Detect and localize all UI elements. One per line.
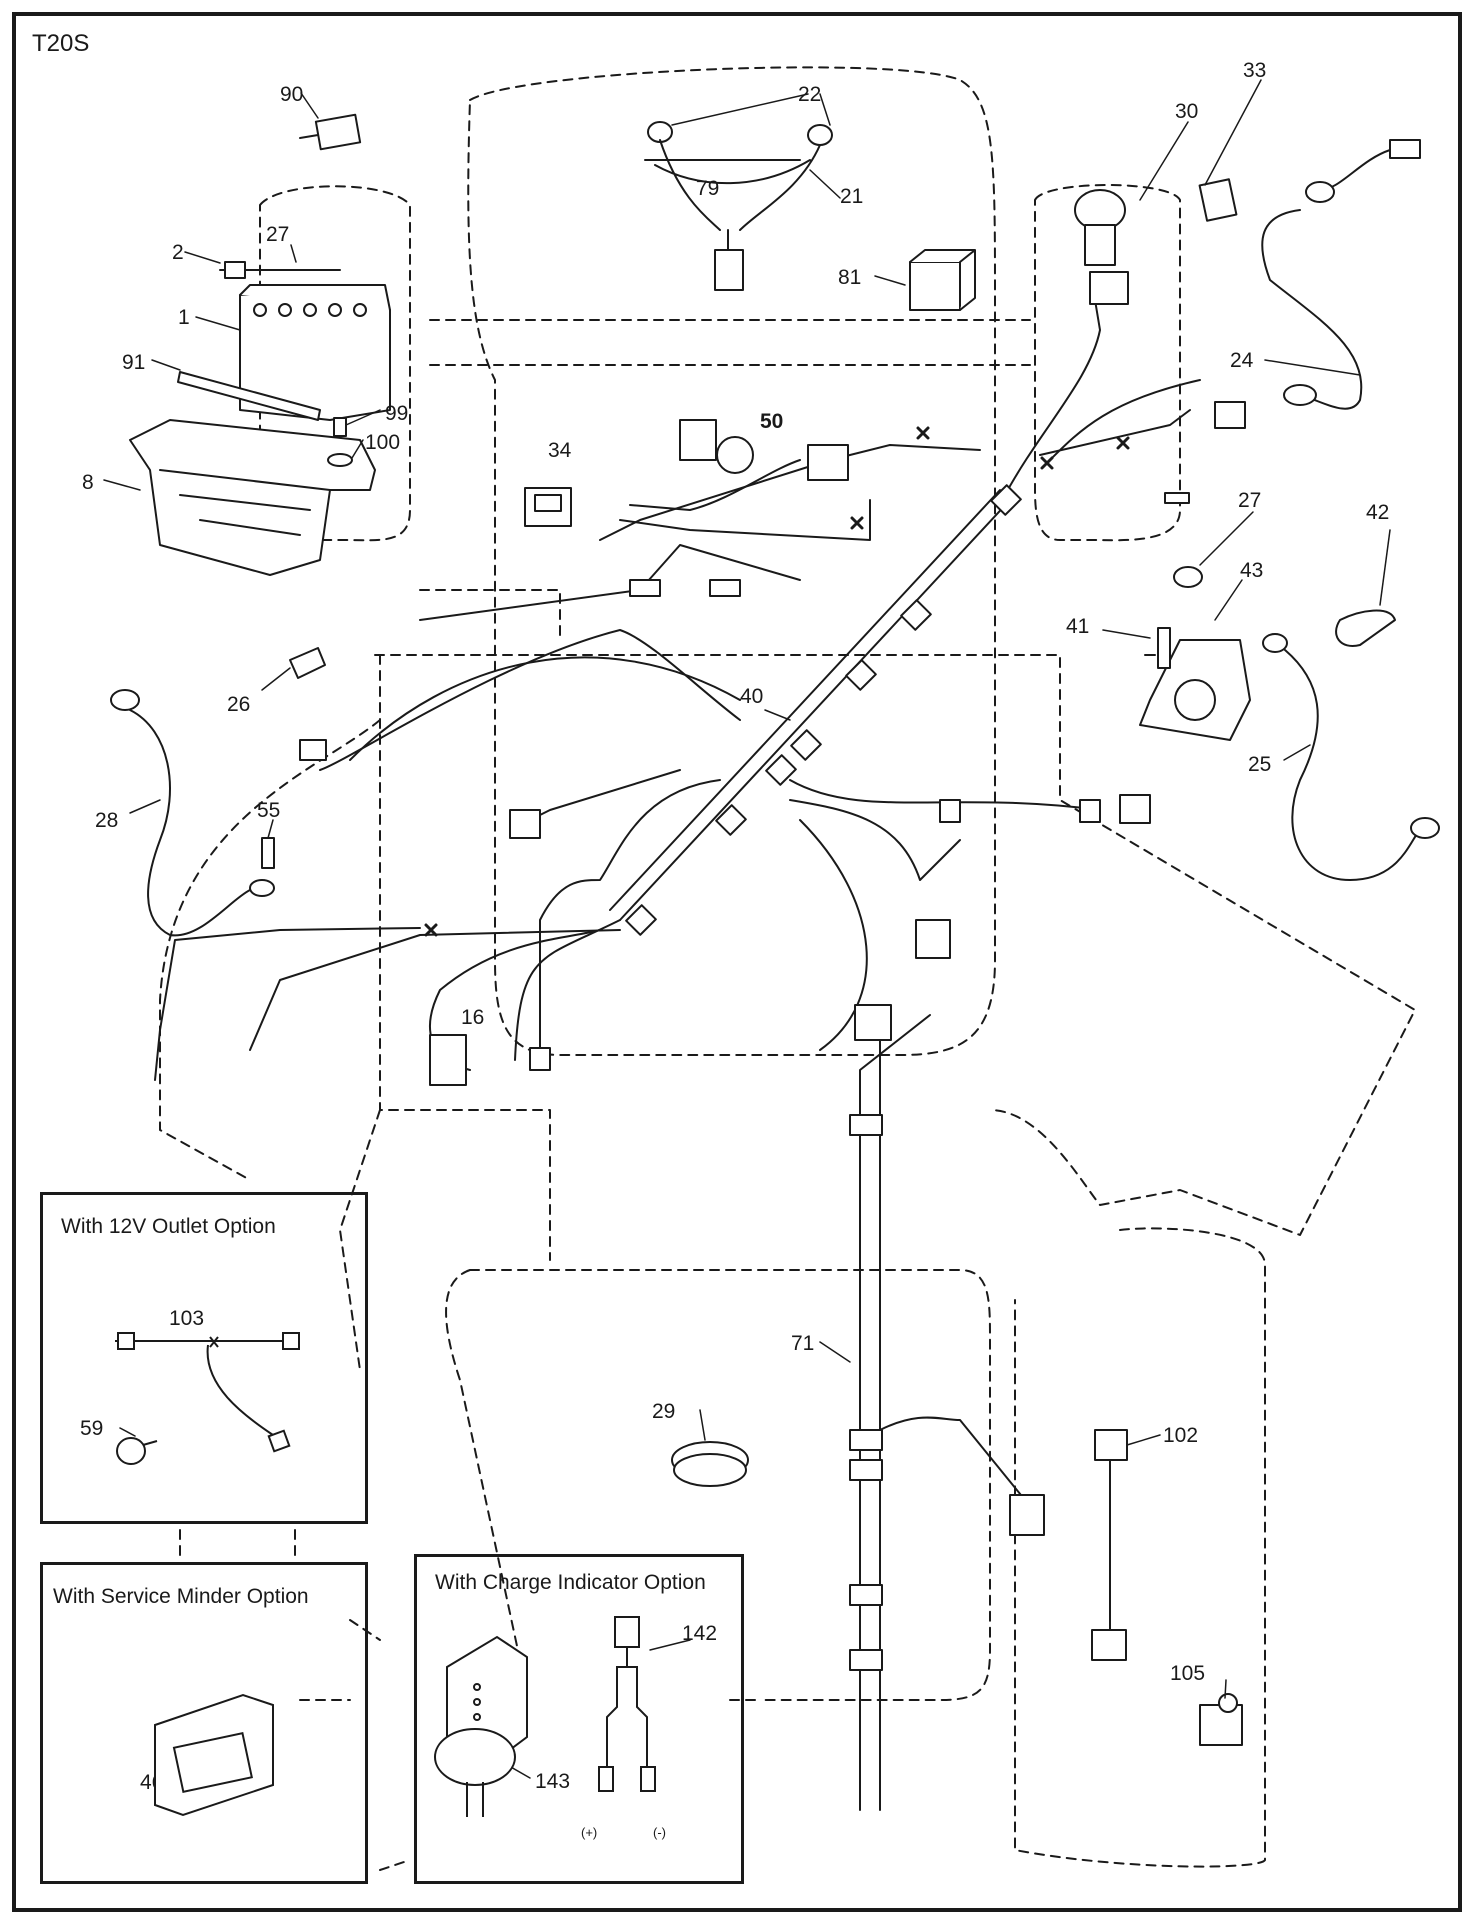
option-title-service-minder: With Service Minder Option bbox=[53, 1585, 309, 1608]
callout-27-top: 27 bbox=[266, 223, 290, 246]
part-91-graphic bbox=[177, 371, 321, 421]
callout-43: 43 bbox=[1240, 559, 1264, 582]
callout-55: 55 bbox=[257, 799, 281, 822]
part-33-graphic bbox=[1198, 178, 1238, 222]
callout-2: 2 bbox=[172, 241, 184, 264]
chassis-outline bbox=[159, 66, 1416, 1871]
main-harness bbox=[154, 299, 1201, 1811]
callout-143: 143 bbox=[535, 1770, 571, 1793]
part-55-graphic bbox=[261, 837, 275, 869]
harness-clips bbox=[625, 484, 1101, 1671]
option-title-charge-indicator: With Charge Indicator Option bbox=[435, 1571, 706, 1594]
part-1-battery-graphic bbox=[219, 261, 391, 421]
polarity-positive: (+) bbox=[581, 1825, 598, 1840]
option-title-12v-outlet: With 12V Outlet Option bbox=[61, 1215, 276, 1238]
part-30-graphic bbox=[1074, 189, 1126, 266]
callout-24: 24 bbox=[1230, 349, 1254, 372]
part-27-43-41-graphic bbox=[1139, 566, 1251, 741]
part-34-graphic bbox=[524, 487, 572, 527]
callout-21: 21 bbox=[840, 185, 864, 208]
callout-40: 40 bbox=[740, 685, 764, 708]
part-102-graphic bbox=[1091, 1429, 1128, 1661]
option-box-charge-indicator: With Charge Indicator Option (+) (-) bbox=[414, 1554, 744, 1884]
callout-105: 105 bbox=[1170, 1662, 1206, 1685]
callout-8: 8 bbox=[82, 471, 94, 494]
part-25-graphic bbox=[1262, 633, 1440, 881]
callout-81: 81 bbox=[838, 266, 862, 289]
harness-connectors bbox=[299, 271, 1246, 1536]
callout-16: 16 bbox=[461, 1006, 485, 1029]
part-42-graphic bbox=[1335, 609, 1396, 647]
callout-50: 50 bbox=[760, 410, 784, 433]
part-29-graphic bbox=[671, 1441, 749, 1487]
callout-59: 59 bbox=[80, 1417, 104, 1440]
part-90-graphic bbox=[299, 113, 362, 151]
part-81-graphic bbox=[909, 249, 976, 311]
sheet-code: T20S bbox=[32, 30, 90, 57]
part-99-100-graphic bbox=[327, 417, 353, 467]
callout-22: 22 bbox=[798, 83, 822, 106]
callout-42: 42 bbox=[1366, 501, 1390, 524]
part-28-graphic bbox=[110, 689, 275, 937]
polarity-negative: (-) bbox=[653, 1825, 666, 1840]
callout-91: 91 bbox=[122, 351, 146, 374]
outlet-harness-graphic bbox=[115, 1332, 300, 1465]
callout-100: 100 bbox=[365, 431, 401, 454]
part-16-graphic bbox=[429, 1034, 467, 1086]
callout-41: 41 bbox=[1066, 615, 1090, 638]
part-105-graphic bbox=[1199, 1693, 1243, 1746]
callout-103: 103 bbox=[169, 1307, 205, 1330]
callout-71: 71 bbox=[791, 1332, 815, 1355]
callout-29: 29 bbox=[652, 1400, 676, 1423]
drawing-frame bbox=[12, 12, 1462, 1912]
part-22-79-21-graphic bbox=[644, 121, 833, 291]
callout-26: 26 bbox=[227, 693, 251, 716]
option-box-service-minder: With Service Minder Option bbox=[40, 1562, 368, 1884]
part-24-graphic bbox=[1261, 139, 1421, 410]
callout-25: 25 bbox=[1248, 753, 1272, 776]
service-minder-graphic bbox=[154, 1693, 274, 1817]
callout-99: 99 bbox=[385, 402, 409, 425]
callout-28: 28 bbox=[95, 809, 119, 832]
splice-marks bbox=[424, 426, 1130, 937]
callout-142: 142 bbox=[682, 1622, 718, 1645]
callout-79: 79 bbox=[696, 177, 720, 200]
callout-1: 1 bbox=[178, 306, 190, 329]
callout-27-right: 27 bbox=[1238, 489, 1262, 512]
option-box-12v-outlet: With 12V Outlet Option bbox=[40, 1192, 368, 1524]
callout-34: 34 bbox=[548, 439, 572, 462]
part-8-battery-tray-graphic bbox=[129, 419, 376, 576]
part-50-graphic bbox=[679, 419, 754, 474]
part-26-graphic bbox=[289, 647, 326, 679]
callout-30: 30 bbox=[1175, 100, 1199, 123]
callout-102: 102 bbox=[1163, 1424, 1199, 1447]
callout-90: 90 bbox=[280, 83, 304, 106]
callout-33: 33 bbox=[1243, 59, 1267, 82]
charge-indicator-graphic bbox=[434, 1616, 656, 1817]
